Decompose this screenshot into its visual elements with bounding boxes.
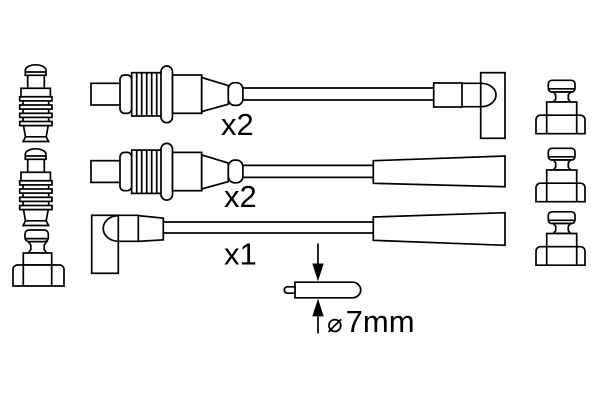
terminal-connector-right-1 [535,79,586,135]
ignition-cable-1 [90,65,506,140]
cable-2-straight-boot [372,155,506,188]
cable-wire-3 [163,221,374,234]
spark-plug-boot-top [18,63,53,143]
cable-3-straight-boot [372,211,506,247]
cable-1-quantity-label: x2 [221,107,254,142]
terminal-connector-bottom-left [12,229,65,287]
ignition-cable-3 [90,211,506,275]
cable-2-coil-end-connector [90,142,244,201]
ignition-cable-2 [90,142,506,201]
diameter-annotation [283,243,362,334]
diameter-label: ⌀7mm [327,304,415,339]
arrow-up-icon [312,298,324,317]
arrow-down-icon [312,263,324,282]
terminal-connector-right-3 [535,210,586,267]
terminal-connector-right-2 [535,147,586,203]
cable-wire-1 [242,87,434,101]
cable-core-nipple [283,285,296,295]
cable-3-quantity-label: x1 [224,237,257,272]
diameter-value: 7mm [346,304,415,339]
cable-wire-2 [242,164,374,179]
cable-1-elbow-boot [432,71,506,140]
cable-3-elbow-boot [90,214,165,275]
diameter-symbol: ⌀ [327,308,343,338]
spark-plug-boot-middle [18,147,53,227]
cable-2-quantity-label: x2 [224,179,257,214]
cable-cross-section [294,281,362,299]
